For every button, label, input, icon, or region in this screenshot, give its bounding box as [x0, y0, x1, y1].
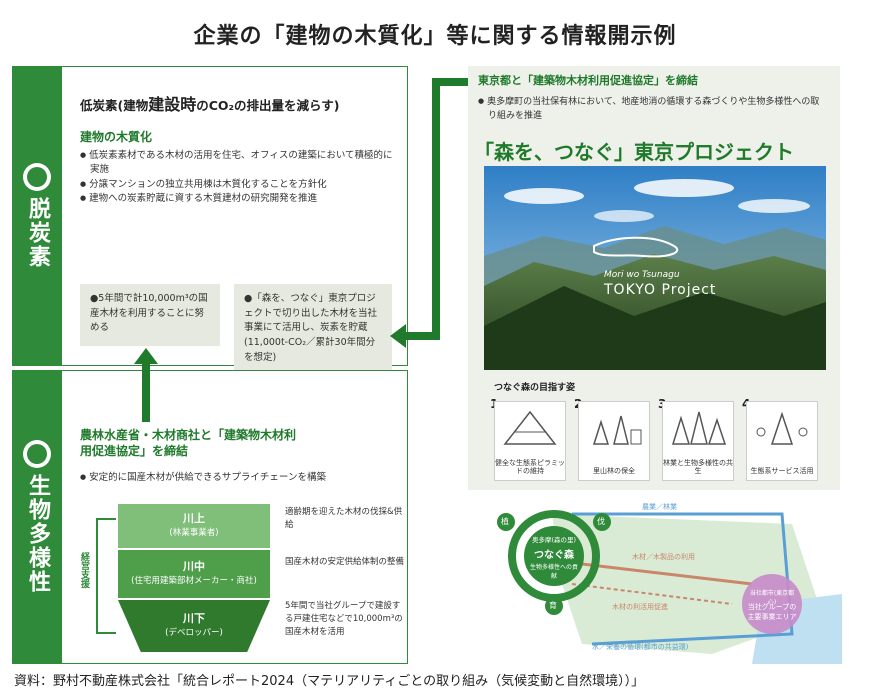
- decarbonization-heading: 低炭素(建物建設時のCO₂の排出量を減らす): [80, 95, 340, 114]
- flow-label-mid: 木材の利活用促進: [612, 603, 668, 611]
- value-card-satoyama: 里山林の保全: [578, 401, 650, 481]
- flow-label-bottom: 水／栄養の循環(都市の共益環): [592, 643, 689, 651]
- connector-arrow-head: [390, 324, 406, 348]
- value-label: 生態系サービス活用: [750, 467, 814, 476]
- support-bracket: [96, 518, 116, 634]
- wood-construction-heading: 建物の木質化: [80, 130, 153, 144]
- values-title: つなぐ森の目指す姿: [494, 383, 576, 393]
- tokyo-project-title: 「森を、つなぐ」東京プロジェクト: [474, 140, 794, 164]
- arrow-up-head: [134, 348, 158, 364]
- cycle-map-svg: [462, 494, 842, 664]
- decarbonization-sidebar: 脱炭素: [12, 66, 62, 366]
- bullet-item: 奥多摩町の当社保有林において、地産地消の循環する森づくりや生物多様性への取り組み…: [478, 96, 828, 123]
- city-label-main: 当社グループの主要事業エリア: [747, 603, 797, 621]
- forest-photo-svg: [484, 166, 826, 370]
- connector-horizontal-bottom: [404, 332, 440, 340]
- satoyama-icon: [592, 415, 642, 445]
- flow-label-mid-top: 木材／木製品の利用: [632, 553, 695, 561]
- target-box-carbon-storage: ●「森を、つなぐ」東京プロジェクトで切り出した木材を当社事業にて活用し、炭素を貯…: [234, 284, 392, 378]
- value-card-ecosystem: 健全な生態系ピラミッドの維持: [494, 401, 566, 481]
- bullet-item: 分譲マンションの独立共用棟は木質化することを方針化: [80, 178, 398, 192]
- value-card-forestry: 林業と生物多様性の共生: [662, 401, 734, 481]
- connector-horizontal-top: [432, 78, 472, 86]
- tier-description: 適齢期を迎えた木材の伐採&供給: [285, 507, 403, 530]
- cycle-center-small: 奥多摩(森の里): [531, 536, 577, 544]
- tokyo-agreement-heading: 東京都と「建築物木材利用促進協定」を締結: [478, 74, 698, 87]
- page-title: 企業の「建物の木質化」等に関する情報開示例: [193, 24, 677, 49]
- source-footer: 資料：野村不動産株式会社「統合レポート2024（マテリアリティごとの取り組み（気…: [14, 674, 645, 689]
- bullet-item: 建物への炭素貯蔵に資する木質建材の研究開発を推進: [80, 192, 398, 206]
- biodiversity-bullets: 安定的に国産木材が供給できるサプライチェーンを構築: [80, 471, 398, 485]
- forest-icon: [23, 440, 51, 468]
- photo-caption-small: Mori wo Tsunagu: [604, 270, 680, 280]
- flow-label-top: 農業／林業: [642, 503, 677, 511]
- cycle-node-grow: 育: [549, 601, 557, 610]
- cycle-center-sub: 生物多様性への貢献: [529, 564, 578, 580]
- people-tree-icon: [756, 411, 808, 445]
- target-box-domestic-wood: ●5年間で計10,000m³の国産木材を利用することに努める: [80, 284, 220, 346]
- value-label: 健全な生態系ピラミッドの維持: [495, 458, 565, 476]
- photo-caption-large: TOKYO Project: [604, 282, 717, 298]
- cycle-node-harvest: 伐: [597, 517, 605, 526]
- forest-photo: Mori wo Tsunagu TOKYO Project: [484, 166, 826, 370]
- value-label: 林業と生物多様性の共生: [663, 458, 733, 476]
- biodiversity-label: 生物多様性: [25, 474, 50, 594]
- connector-vertical: [432, 78, 440, 340]
- pyramid-icon: [503, 410, 557, 445]
- cycle-node-plant: 植: [501, 517, 509, 526]
- decarbonization-label: 脱炭素: [25, 197, 50, 269]
- tier-description: 国産木材の安定供給体制の整備: [285, 557, 405, 567]
- tier-description: 5年間で当社グループで建設する戸建住宅などで10,000m³の国産木材を活用: [285, 601, 403, 637]
- arrow-up-shaft: [142, 362, 150, 422]
- supply-tier-midstream: 川中 (住宅用建築部材メーカー・商社): [118, 550, 270, 598]
- city-label-small: 当社都市(東京都心): [749, 590, 795, 606]
- biodiversity-sidebar: 生物多様性: [12, 370, 62, 664]
- biodiversity-heading: 農林水産省・木材商社と「建築物木材利用促進協定」を締結: [80, 428, 297, 459]
- value-card-ecosystem-services: 生態系サービス活用: [746, 401, 818, 481]
- leaf-icon: [23, 163, 51, 191]
- trees-icon: [671, 411, 727, 445]
- tokyo-bullets: 奥多摩町の当社保有林において、地産地消の循環する森づくりや生物多様性への取り組み…: [478, 96, 828, 123]
- cycle-map: 奥多摩(森の里) つなぐ森 生物多様性への貢献 植 伐 育 農業／林業 木材／木…: [462, 494, 842, 664]
- supply-tier-downstream: 川下 (デベロッパー): [118, 600, 270, 652]
- cycle-center-main: つなぐ森: [534, 550, 574, 561]
- bullet-item: 低炭素素材である木材の活用を住宅、オフィスの建築において積極的に実施: [80, 149, 398, 178]
- value-label: 里山林の保全: [593, 467, 635, 476]
- supply-tier-upstream: 川上 (林業事業者): [118, 504, 270, 548]
- bullet-item: 安定的に国産木材が供給できるサプライチェーンを構築: [80, 471, 398, 485]
- support-label: 経営支援: [79, 552, 89, 588]
- decarbonization-bullets: 低炭素素材である木材の活用を住宅、オフィスの建築において積極的に実施 分譲マンシ…: [80, 149, 398, 206]
